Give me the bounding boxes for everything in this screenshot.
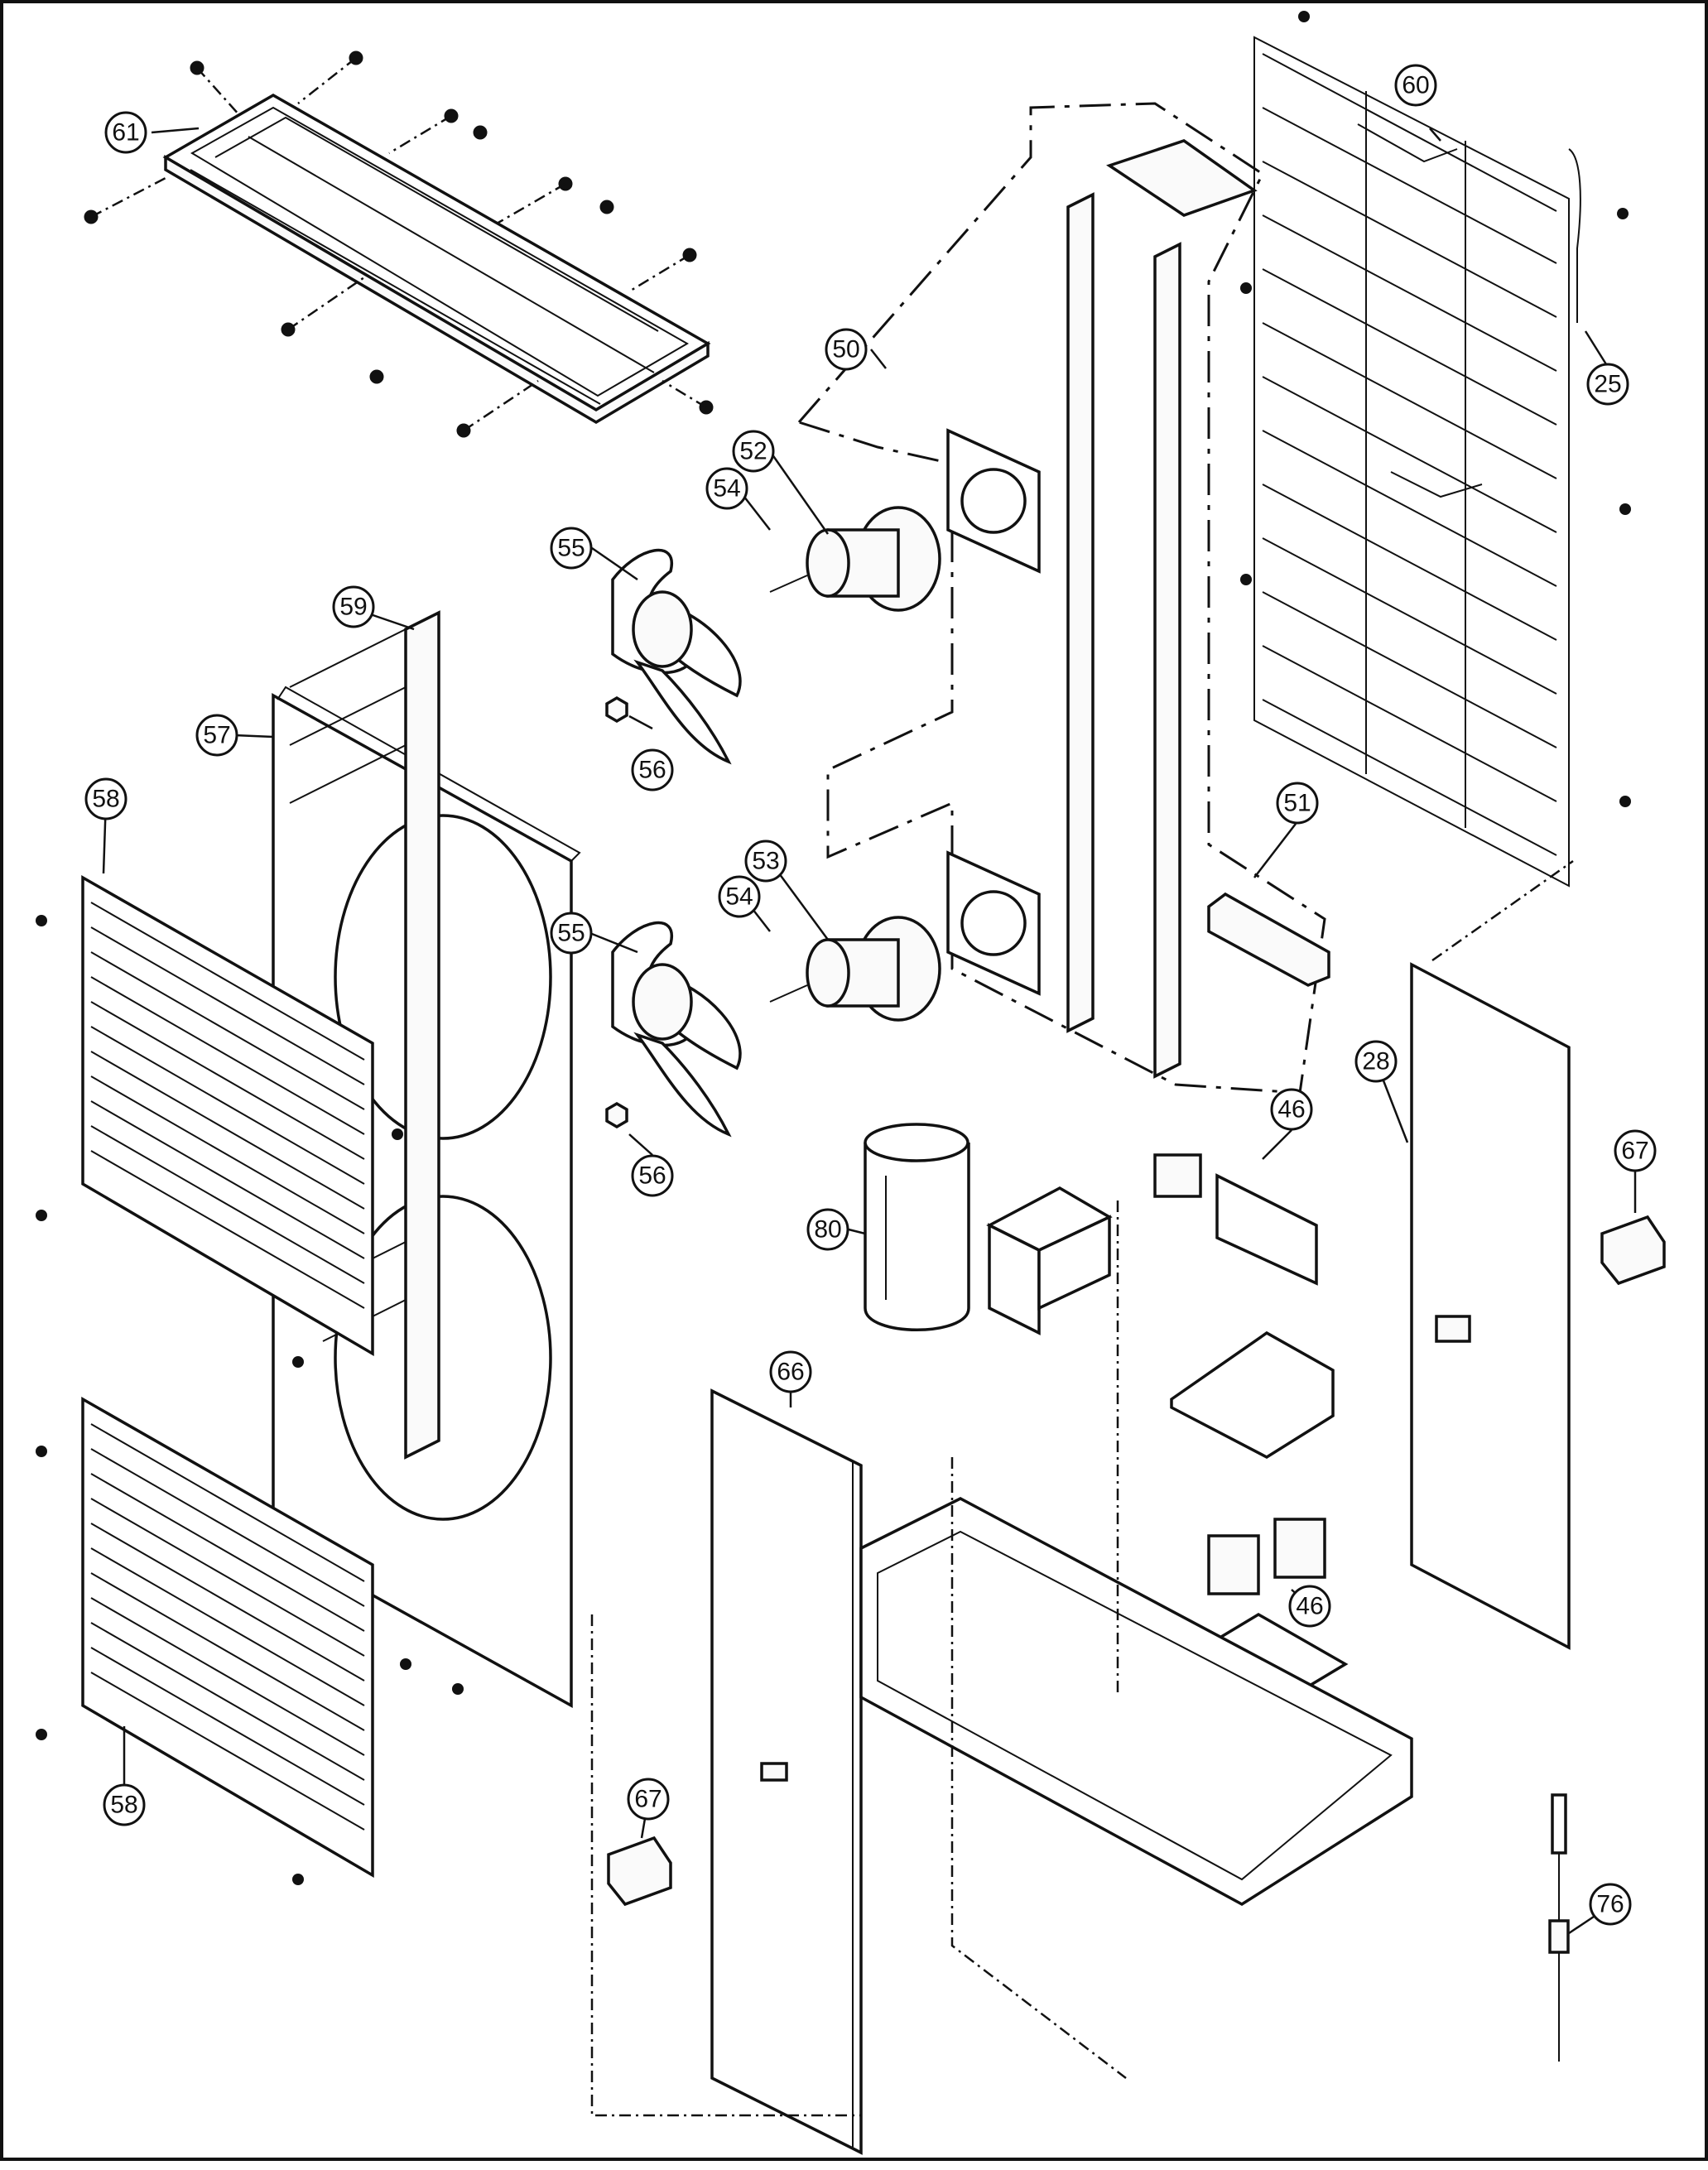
callout-53-label: 53: [752, 848, 779, 875]
wire-guard: [1253, 36, 1570, 888]
lower-propeller-fan: [611, 921, 742, 1138]
callout-67-right-label: 67: [1621, 1138, 1648, 1165]
callout-54-lower: 54: [718, 875, 761, 918]
callout-50: 50: [825, 328, 868, 371]
callout-58-upper: 58: [84, 777, 127, 820]
callout-67-right: 67: [1614, 1129, 1657, 1172]
callout-55-lower: 55: [550, 912, 593, 955]
callout-55-upper-label: 55: [557, 535, 585, 562]
callout-59-label: 59: [339, 594, 367, 621]
screws-front: [36, 915, 464, 1885]
callout-57: 57: [195, 714, 238, 757]
callout-57-label: 57: [203, 722, 230, 749]
callout-61-label: 61: [112, 119, 139, 147]
handles: [607, 1215, 1666, 1907]
callout-46-upper: 46: [1270, 1088, 1313, 1131]
side-panel: [710, 1388, 863, 2155]
partition-plate: [289, 610, 440, 1460]
callout-76-label: 76: [1596, 1891, 1624, 1918]
motor-support-boundary: [796, 102, 1326, 1095]
callout-25: 25: [1586, 363, 1629, 406]
callout-54-upper-label: 54: [713, 475, 740, 503]
callout-46-lower-label: 46: [1296, 1593, 1323, 1620]
upper-motor-bracket: [946, 428, 1041, 574]
sensor-cable: [1568, 148, 1581, 323]
terminal-box-cover: [986, 1186, 1113, 1335]
callout-66: 66: [769, 1350, 812, 1393]
fan-nuts: [605, 695, 628, 1129]
callout-56-upper: 56: [631, 748, 674, 791]
callout-28-label: 28: [1362, 1048, 1389, 1075]
callout-54-lower-label: 54: [725, 883, 753, 911]
top-panel: [162, 93, 711, 425]
callout-67-left: 67: [627, 1778, 670, 1821]
callout-51: 51: [1276, 782, 1319, 825]
top-panel-leaders: [90, 57, 707, 432]
lower-motor-bracket: [946, 850, 1041, 996]
callout-76: 76: [1589, 1883, 1632, 1926]
callout-60: 60: [1394, 64, 1437, 107]
screws-guard: [1240, 11, 1631, 807]
callout-25-label: 25: [1594, 371, 1621, 398]
callout-46-upper-label: 46: [1277, 1096, 1305, 1123]
callout-60-label: 60: [1402, 72, 1429, 99]
callout-58-upper-label: 58: [92, 786, 119, 813]
service-panel: [1410, 962, 1571, 1650]
upper-fan-motor: [769, 506, 941, 612]
callout-61: 61: [104, 111, 147, 154]
support-rails: [1066, 139, 1330, 1079]
insulation-sleeve: [864, 1123, 970, 1331]
thermistor: [1548, 1793, 1570, 2062]
callout-54-upper: 54: [705, 467, 748, 510]
callout-58-lower-label: 58: [110, 1792, 137, 1819]
callout-80-label: 80: [814, 1216, 841, 1244]
callout-28: 28: [1354, 1040, 1398, 1083]
callout-52-label: 52: [739, 438, 767, 465]
callout-67-left-label: 67: [634, 1786, 662, 1813]
callout-55-lower-label: 55: [557, 920, 585, 947]
upper-propeller-fan: [611, 548, 742, 765]
assembly-leaders: [590, 859, 1574, 2117]
callout-56-lower: 56: [631, 1154, 674, 1197]
callout-50-label: 50: [832, 336, 859, 363]
lower-fan-motor: [769, 916, 941, 1022]
callout-59: 59: [332, 585, 375, 628]
upper-grille: [81, 874, 374, 1357]
callout-80: 80: [806, 1208, 849, 1251]
callout-46-lower: 46: [1288, 1585, 1331, 1628]
callout-55-upper: 55: [550, 527, 593, 570]
callout-53: 53: [744, 840, 787, 883]
callout-56-lower-label: 56: [638, 1162, 666, 1190]
lower-grille: [81, 1396, 374, 1879]
callout-51-label: 51: [1283, 790, 1311, 817]
callout-56-upper-label: 56: [638, 757, 666, 784]
callout-58-lower: 58: [103, 1783, 146, 1826]
callout-52: 52: [732, 430, 775, 473]
base-plate: [859, 1497, 1413, 1907]
callout-66-label: 66: [777, 1359, 804, 1386]
